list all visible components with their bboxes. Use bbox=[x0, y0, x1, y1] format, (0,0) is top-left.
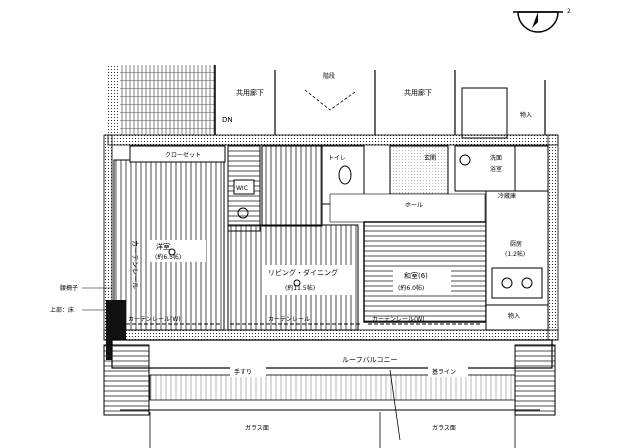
living-upper-floor bbox=[261, 145, 323, 227]
wall-hatch bbox=[108, 65, 120, 135]
western-room-label: 洋室 bbox=[156, 242, 170, 251]
storage2-label: 物入 bbox=[508, 312, 520, 320]
light-icon bbox=[293, 279, 301, 287]
kitchen-area-label: (1.2帖) bbox=[505, 250, 525, 258]
label-bg bbox=[393, 268, 451, 294]
wic-label: WIC bbox=[236, 185, 248, 192]
dimension-line bbox=[389, 369, 401, 441]
north-wall bbox=[107, 134, 559, 146]
upper-floor-label: 上部：床 bbox=[50, 306, 74, 314]
living-dining-area: (約11.5帖) bbox=[285, 284, 315, 292]
east-wall bbox=[547, 134, 559, 341]
wic-box bbox=[233, 179, 255, 195]
light-icon bbox=[168, 248, 176, 256]
curtain-rail-vertical-label: カーテンレール bbox=[131, 240, 139, 289]
washbasin-icon bbox=[459, 154, 471, 166]
line-label: 基ライン bbox=[432, 368, 456, 376]
glass-right-label: ガラス面 bbox=[432, 424, 456, 432]
storage-label: 物入 bbox=[520, 111, 532, 119]
label-bg bbox=[262, 265, 352, 295]
corridor-left-label: 共用廊下 bbox=[236, 88, 264, 97]
balcony-corner-right bbox=[514, 344, 556, 416]
entrance-area bbox=[389, 145, 449, 195]
stairs-graphic bbox=[120, 65, 215, 135]
hall-label: ホール bbox=[405, 202, 423, 209]
kitchen-label: 厨房 bbox=[510, 240, 522, 248]
label-bg bbox=[150, 240, 206, 262]
bath-room bbox=[514, 145, 549, 192]
railing bbox=[149, 374, 516, 401]
storage-box bbox=[485, 304, 549, 331]
page-number: 2 bbox=[567, 8, 571, 15]
japanese-room-area: (約6.0帖) bbox=[398, 284, 424, 292]
label-bg bbox=[230, 365, 266, 377]
closet bbox=[129, 145, 226, 163]
curtain-rail-3-label: カーテンレール(W) bbox=[372, 316, 425, 323]
closet-label: クローゼット bbox=[165, 151, 201, 159]
corridor-right-label: 共用廊下 bbox=[404, 88, 432, 97]
living-dining-label: リビング・ダイニング bbox=[268, 268, 338, 277]
sink-icon bbox=[237, 207, 249, 219]
washroom-label: 洗面 bbox=[490, 154, 502, 162]
toilet-icon bbox=[338, 165, 352, 185]
south-wall bbox=[103, 329, 559, 341]
door-mark: DN bbox=[222, 116, 233, 124]
railing-label: 手すり bbox=[234, 368, 252, 376]
compass-icon bbox=[513, 11, 563, 33]
japanese-room-label: 和室(6) bbox=[404, 271, 428, 280]
hall-area bbox=[329, 193, 486, 223]
roof-balcony bbox=[111, 339, 553, 369]
handrail-label: 腰柵子 bbox=[60, 284, 78, 292]
stove-icon bbox=[501, 277, 513, 289]
entrance-label: 玄関 bbox=[424, 154, 436, 162]
toilet-label: トイレ bbox=[328, 155, 346, 162]
western-room-area: (約6.5帖) bbox=[155, 253, 181, 261]
curtain-rail-1-label: カーテンレール(W) bbox=[128, 316, 181, 323]
washroom bbox=[454, 145, 516, 192]
label-bg bbox=[428, 365, 468, 377]
curtain-rail-2-label: カーテンレール bbox=[268, 316, 310, 323]
roof-balcony-label: ルーフバルコニー bbox=[342, 356, 397, 364]
stove-icon bbox=[521, 277, 533, 289]
corridor-box bbox=[461, 87, 508, 139]
bath-label: 浴室 bbox=[490, 165, 502, 173]
balcony-corner-left bbox=[103, 344, 150, 416]
counter bbox=[491, 267, 543, 299]
refrigerator-label: 冷蔵庫 bbox=[498, 192, 516, 200]
glass-left-label: ガラス面 bbox=[245, 424, 269, 432]
stairs-label: 階段 bbox=[323, 72, 335, 80]
stairs-arrow bbox=[304, 89, 356, 111]
